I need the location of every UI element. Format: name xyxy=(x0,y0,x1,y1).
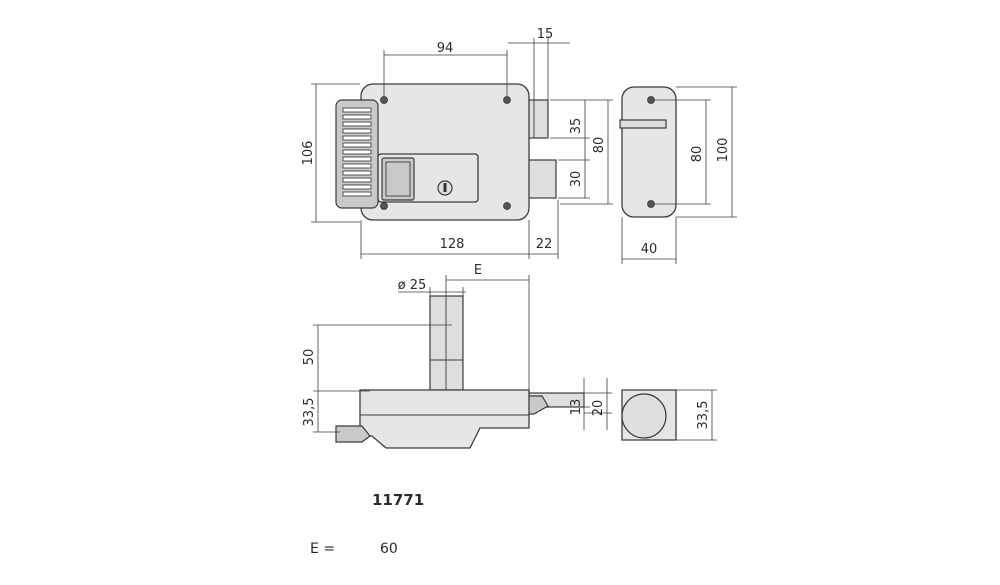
dim-keeper-width: 40 xyxy=(641,242,658,257)
keeper-roller xyxy=(621,393,667,439)
dim-cylinder-diameter: ø 25 xyxy=(398,278,427,293)
e-spec-value: 60 xyxy=(380,541,398,557)
screw-icon xyxy=(380,96,388,104)
keeper-front-view: 80 100 40 xyxy=(619,86,737,264)
dim-bolt-span: 80 xyxy=(592,137,607,154)
vent-slots xyxy=(342,107,372,197)
dim-cylinder-length: 50 xyxy=(302,349,317,366)
dim-body-depth: 33,5 xyxy=(302,398,317,427)
handle-tab xyxy=(335,425,371,443)
keyhole-icon xyxy=(437,180,453,196)
keeper-slot xyxy=(619,119,667,129)
dim-lower-bolt: 30 xyxy=(569,171,584,188)
lock-front-view: 94 15 106 35 30 80 128 22 xyxy=(301,27,613,259)
keeper-plate xyxy=(621,86,677,218)
dim-bolt-projection: 22 xyxy=(536,237,553,252)
screw-icon xyxy=(380,202,388,210)
dim-bolt-height-small: 13 xyxy=(569,399,584,416)
dim-e-label: E xyxy=(474,263,482,278)
release-knob xyxy=(381,157,415,201)
dim-keeper-height: 100 xyxy=(716,138,731,163)
lock-bottom-view: ø 25 E 50 33,5 13 20 xyxy=(302,263,612,449)
dim-body-width: 128 xyxy=(440,237,465,252)
screw-icon xyxy=(503,202,511,210)
model-number: 11771 xyxy=(372,491,425,509)
dim-keeper-depth: 33,5 xyxy=(696,401,711,430)
dim-bolt-height: 20 xyxy=(591,400,606,417)
dim-width-screws: 94 xyxy=(437,41,454,56)
dim-keeper-screw-span: 80 xyxy=(690,146,705,163)
lock-body-bottom xyxy=(359,389,530,449)
dim-upper-bolt: 35 xyxy=(569,118,584,135)
screw-icon xyxy=(647,200,655,208)
e-spec-label: E = xyxy=(310,541,336,557)
dim-height-total: 106 xyxy=(301,141,316,166)
screw-icon xyxy=(503,96,511,104)
key-cylinder xyxy=(429,295,464,391)
keeper-side-view: 33,5 xyxy=(621,389,717,441)
dim-bolt-depth: 15 xyxy=(537,27,554,42)
screw-icon xyxy=(647,96,655,104)
